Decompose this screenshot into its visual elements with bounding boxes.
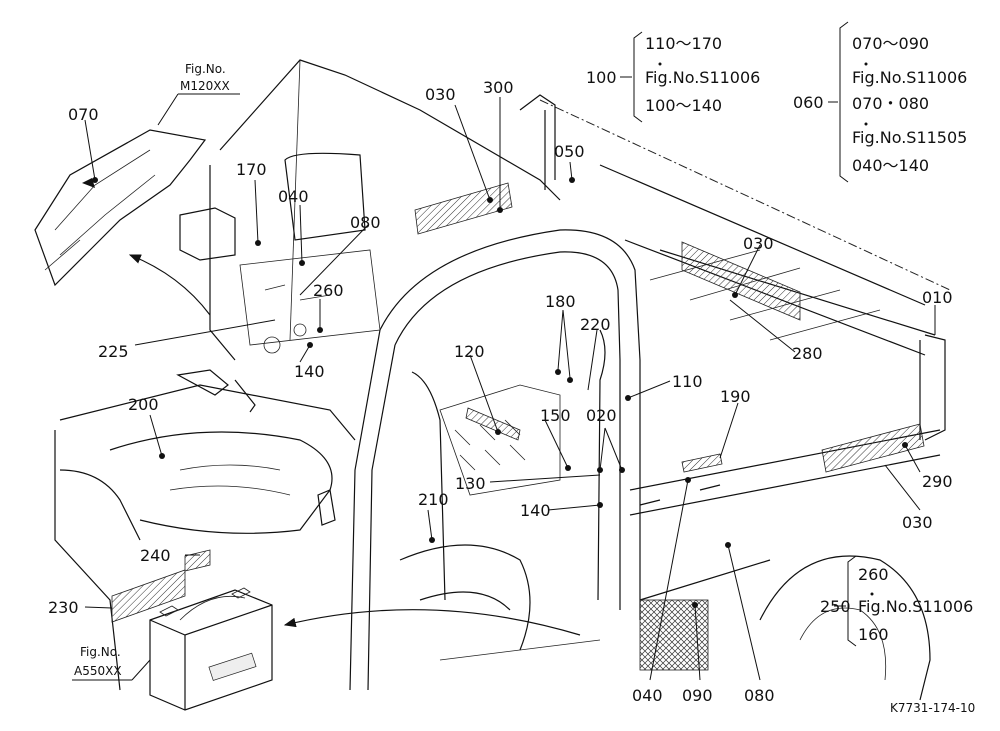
callout-010: 010: [922, 288, 953, 307]
motion-arrows: [128, 254, 581, 636]
fig-ref-label: Fig.No.: [185, 62, 226, 76]
callout-290: 290: [922, 472, 953, 491]
callout-030: 030: [425, 85, 456, 104]
callout-110: 110: [672, 372, 703, 391]
group-line: 260: [858, 565, 889, 584]
callout-210: 210: [418, 490, 449, 509]
group-line: 100～140: [645, 96, 722, 115]
group-line: 160: [858, 625, 889, 644]
group-line: Fig.No.S11505: [852, 128, 967, 147]
callout-030: 030: [743, 234, 774, 253]
callout-200: 200: [128, 395, 159, 414]
callout-300: 300: [483, 78, 514, 97]
vehicle-structure: [54, 59, 951, 701]
callout-180: 180: [545, 292, 576, 311]
drawing-id: K7731-174-10: [890, 701, 975, 715]
group-line: 040～140: [852, 156, 929, 175]
leader-lines: [84, 97, 936, 681]
callout-260: 260: [313, 281, 344, 300]
fig-ref-a550xx: Fig.No. A550XX: [72, 645, 151, 681]
callout-030: 030: [902, 513, 933, 532]
callout-labels: 070 030 300 050 170 040 080 260 225 140 …: [48, 78, 953, 705]
callout-140: 140: [520, 501, 551, 520]
callout-190: 190: [720, 387, 751, 406]
callout-150: 150: [540, 406, 571, 425]
hood-panel-inset: [34, 129, 207, 287]
group-250: 250 260 Fig.No.S11006 160: [820, 555, 973, 647]
group-line: 110～170: [645, 34, 722, 53]
callout-225: 225: [98, 342, 129, 361]
callout-120: 120: [454, 342, 485, 361]
group-parent-number: 060: [793, 93, 824, 112]
callout-140: 140: [294, 362, 325, 381]
callout-090: 090: [682, 686, 713, 705]
group-line: 070～090: [852, 34, 929, 53]
callout-220: 220: [580, 315, 611, 334]
callout-070: 070: [68, 105, 99, 124]
fig-ref-label: Fig.No.: [80, 645, 121, 659]
decal-030-bed: [821, 423, 925, 473]
fig-ref-number: M120XX: [180, 79, 230, 93]
fig-ref-number: A550XX: [74, 664, 122, 678]
group-line: Fig.No.S11006: [858, 597, 973, 616]
battery: [149, 587, 273, 711]
callout-040: 040: [278, 187, 309, 206]
callout-080: 080: [744, 686, 775, 705]
callout-130: 130: [455, 474, 486, 493]
callout-170: 170: [236, 160, 267, 179]
decal-stickers: [111, 182, 925, 623]
callout-020: 020: [586, 406, 617, 425]
decal-190: [681, 453, 723, 473]
group-parent-number: 100: [586, 68, 617, 87]
fig-ref-m120xx: Fig.No. M120XX: [157, 62, 240, 126]
group-line: Fig.No.S11006: [645, 68, 760, 87]
decal-030-right: [681, 241, 801, 321]
decal-240: [184, 549, 211, 572]
callout-050: 050: [554, 142, 585, 161]
group-100: 100 110～170 Fig.No.S11006 100～140: [586, 31, 760, 123]
group-line: Fig.No.S11006: [852, 68, 967, 87]
callout-080: 080: [350, 213, 381, 232]
decal-030-top: [414, 182, 513, 235]
decal-120: [465, 407, 521, 441]
group-line: 070・080: [852, 94, 929, 113]
group-060: 060 070～090 Fig.No.S11006 070・080 Fig.No…: [793, 21, 967, 183]
callout-040: 040: [632, 686, 663, 705]
callout-280: 280: [792, 344, 823, 363]
callout-230: 230: [48, 598, 79, 617]
decal-230: [111, 569, 186, 623]
callout-240: 240: [140, 546, 171, 565]
